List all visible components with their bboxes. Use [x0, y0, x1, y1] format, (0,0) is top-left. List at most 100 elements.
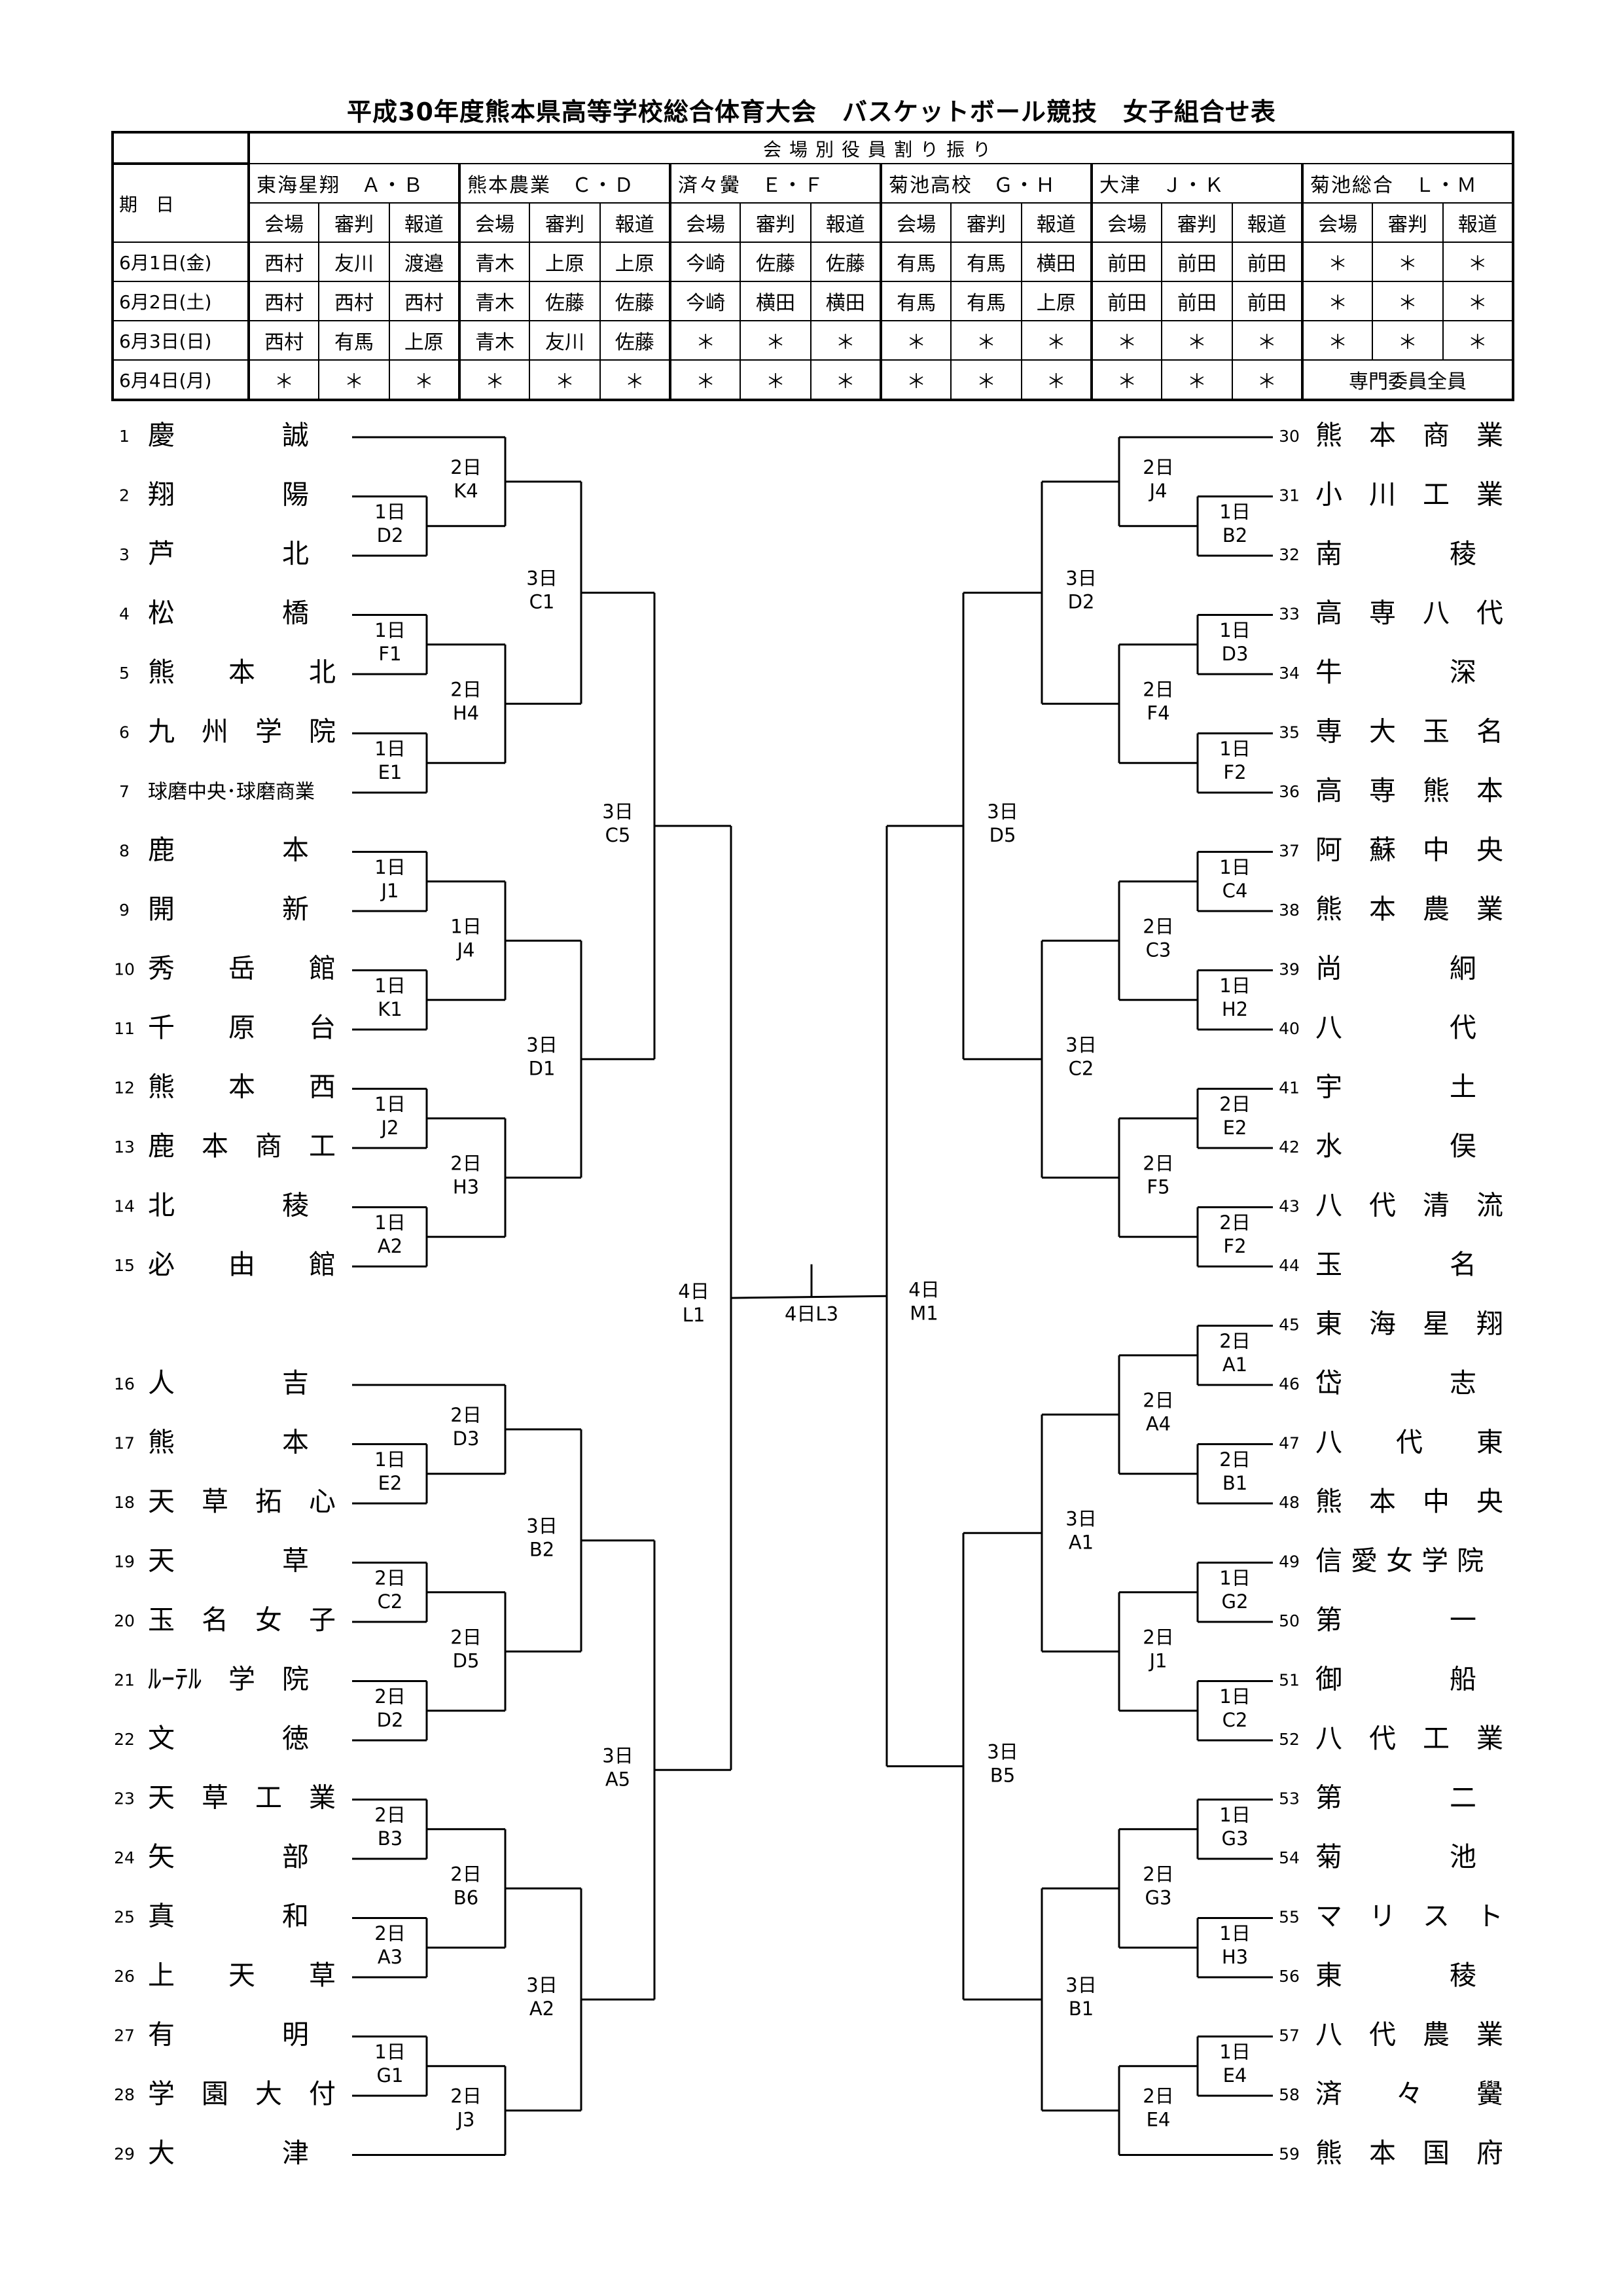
team-number: 49 [1279, 1552, 1300, 1571]
match-day-label: 2日 [1219, 1211, 1250, 1234]
match-day-label: 2日 [450, 678, 481, 700]
match-court-label: D1 [529, 1057, 556, 1079]
team-name: 文 徳 [148, 1723, 309, 1754]
staff-cell: 上原 [599, 242, 671, 282]
staff-cell: ＊ [388, 359, 460, 401]
staff-cell: 西村 [318, 281, 390, 321]
match-court-label: H2 [1222, 998, 1248, 1020]
team-name: 熊 本 農 業 [1315, 893, 1503, 925]
staff-cell: ＊ [1231, 359, 1303, 401]
team-name: 高 専 八 代 [1315, 598, 1503, 629]
team-number: 56 [1279, 1967, 1300, 1986]
staff-cell: 今崎 [668, 242, 741, 282]
staff-cell: ＊ [599, 359, 671, 401]
team-name: 第 二 [1315, 1782, 1476, 1814]
match-day-label: 2日 [1219, 1330, 1250, 1352]
match-day-label: 2日 [1219, 1093, 1250, 1115]
match-court-label: B5 [990, 1765, 1015, 1787]
role-header: 審判 [950, 202, 1022, 243]
team-number: 31 [1279, 486, 1300, 505]
team-name: 牛 深 [1315, 656, 1476, 688]
match-court-label: E2 [378, 1472, 402, 1494]
match-court-label: E1 [378, 761, 402, 783]
match-day-label: 2日 [450, 1863, 481, 1885]
team-name: 北 稜 [148, 1190, 309, 1221]
match-day-label: 1日 [1219, 2041, 1250, 2063]
match-day-label: 3日 [1065, 1033, 1096, 1056]
team-name: マ リ ス ト [1315, 1901, 1503, 1932]
venue-header: 菊池高校 Ｇ・Ｈ [879, 163, 1092, 204]
team-name: 天 草 拓 心 [148, 1486, 336, 1517]
match-day-label: 3日 [602, 1744, 633, 1767]
team-number: 12 [114, 1079, 135, 1098]
venue-header: 済々黌 Ｅ・Ｆ [668, 163, 882, 204]
venue-header: 東海星翔 Ａ・Ｂ [247, 163, 460, 204]
match-court-label: E4 [1147, 2109, 1171, 2131]
team-name: 八 代 農 業 [1315, 2019, 1503, 2051]
staff-cell: 今崎 [668, 281, 741, 321]
match-court-label: F5 [1147, 1175, 1169, 1198]
match-day-label: 2日 [450, 1404, 481, 1426]
match-court-label: G2 [1222, 1590, 1249, 1613]
team-number: 32 [1279, 545, 1300, 564]
match-day-label: 3日 [602, 800, 633, 823]
staff-cell: 西村 [247, 320, 320, 361]
team-number: 1 [119, 427, 130, 446]
team-number: 26 [114, 1967, 135, 1986]
match-court-label: H3 [1222, 1946, 1248, 1968]
staff-cell: ＊ [1090, 320, 1163, 361]
match-day-label: 3日 [526, 1033, 557, 1056]
staff-cell: ＊ [950, 359, 1022, 401]
staff-cell: ＊ [1231, 320, 1303, 361]
match-court-label: B1 [1222, 1472, 1247, 1494]
team-number: 57 [1279, 2026, 1300, 2045]
match-day-label: 1日 [1219, 1685, 1250, 1708]
staff-cell: 前田 [1090, 281, 1163, 321]
match-day-label: 2日 [1143, 1152, 1173, 1174]
staff-cell: 青木 [457, 281, 531, 321]
team-number: 8 [119, 842, 130, 861]
staff-cell: ＊ [950, 320, 1022, 361]
match-court-label: H4 [453, 702, 479, 724]
team-name: 尚 絅 [1315, 953, 1476, 984]
match-day-label: 2日 [450, 1626, 481, 1648]
match-day-label: 1日 [450, 915, 481, 937]
team-number: 9 [119, 901, 130, 920]
table-corner-cell [112, 132, 249, 165]
staff-cell: 上原 [1020, 281, 1092, 321]
team-name: 高 専 熊 本 [1315, 775, 1503, 806]
team-name: 松 橋 [148, 598, 309, 629]
venue-header: 大津 Ｊ・Ｋ [1090, 163, 1303, 204]
team-number: 6 [119, 723, 130, 742]
team-number: 40 [1279, 1019, 1300, 1038]
team-number: 29 [114, 2145, 135, 2164]
date-cell: 6月1日(金) [112, 242, 249, 282]
match-day-label: 1日 [1219, 1804, 1250, 1826]
match-day-label: 1日 [374, 2041, 405, 2063]
document-title: 平成30年度熊本県高等学校総合体育大会 バスケットボール競技 女子組合せ表 [347, 98, 1276, 126]
staff-cell: 青木 [457, 242, 531, 282]
staff-cell: ＊ [529, 359, 601, 401]
staff-cell: 有馬 [950, 242, 1022, 282]
staff-cell: ＊ [1372, 320, 1444, 361]
match-court-label: A1 [1222, 1354, 1247, 1376]
team-number: 18 [114, 1493, 135, 1512]
staff-cell: 横田 [810, 281, 882, 321]
match-day-label: 3日 [526, 1515, 557, 1537]
match-court-label: J4 [455, 939, 474, 961]
team-number: 3 [119, 545, 130, 564]
team-number: 34 [1279, 664, 1300, 683]
role-header: 報道 [1442, 202, 1514, 243]
staff-cell: ＊ [1372, 281, 1444, 321]
role-header: 報道 [599, 202, 671, 243]
team-number: 52 [1279, 1730, 1300, 1749]
team-name: 岱 志 [1315, 1367, 1476, 1399]
team-name: 芦 北 [148, 538, 309, 569]
team-name: 専 大 玉 名 [1315, 716, 1503, 747]
staff-cell: 西村 [247, 281, 320, 321]
match-day-label: 1日 [374, 1448, 405, 1471]
team-number: 27 [114, 2026, 135, 2045]
staff-cell: ＊ [1090, 359, 1163, 401]
staff-cell: 前田 [1231, 242, 1303, 282]
match-day-label: 3日 [987, 800, 1018, 823]
